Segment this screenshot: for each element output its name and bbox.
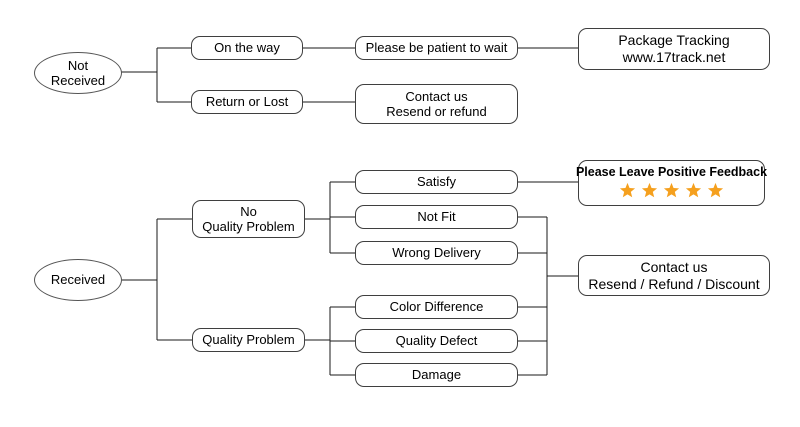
star-icon[interactable] [619,182,636,199]
node-not-fit-label: Not Fit [417,209,456,225]
node-color-difference-label: Color Difference [389,299,484,315]
node-contact-resend-refund-line2: Resend or refund [386,104,487,119]
node-contact-resend-refund[interactable]: Contact us Resend or refund [355,84,518,124]
node-package-tracking[interactable]: Package Tracking www.17track.net [578,28,770,70]
node-please-be-patient-label: Please be patient to wait [365,40,508,56]
node-on-the-way-label: On the way [214,40,280,56]
node-quality-defect[interactable]: Quality Defect [355,329,518,353]
node-contact-discount-line2: Resend / Refund / Discount [588,275,760,292]
node-satisfy-label: Satisfy [416,174,456,190]
node-please-be-patient[interactable]: Please be patient to wait [355,36,518,60]
node-no-quality-problem-line1: No [240,203,257,219]
star-icon[interactable] [663,182,680,199]
node-on-the-way[interactable]: On the way [191,36,303,60]
node-quality-problem[interactable]: Quality Problem [192,328,305,352]
node-wrong-delivery-label: Wrong Delivery [392,245,481,261]
node-received-label: Received [50,272,106,288]
star-rating[interactable] [619,182,724,199]
node-package-tracking-url: www.17track.net [622,49,726,65]
star-icon[interactable] [707,182,724,199]
node-leave-positive-feedback[interactable]: Please Leave Positive Feedback [575,160,768,206]
node-contact-discount-line1: Contact us [640,258,708,275]
node-damage[interactable]: Damage [355,363,518,387]
node-return-or-lost[interactable]: Return or Lost [191,90,303,114]
node-return-or-lost-label: Return or Lost [205,94,289,110]
node-not-fit[interactable]: Not Fit [355,205,518,229]
node-satisfy[interactable]: Satisfy [355,170,518,194]
node-no-quality-problem[interactable]: No Quality Problem [192,200,305,238]
node-quality-defect-label: Quality Defect [395,333,478,349]
node-no-quality-problem-line2: Quality Problem [202,219,295,234]
star-icon[interactable] [685,182,702,199]
node-quality-problem-label: Quality Problem [202,332,295,348]
node-not-received-line1: Not [67,57,89,73]
node-contact-resend-refund-discount[interactable]: Contact us Resend / Refund / Discount [578,255,770,296]
node-package-tracking-line1: Package Tracking [618,32,730,49]
node-wrong-delivery[interactable]: Wrong Delivery [355,241,518,265]
star-icon[interactable] [641,182,658,199]
node-color-difference[interactable]: Color Difference [355,295,518,319]
node-contact-resend-refund-line1: Contact us [405,88,468,104]
node-received[interactable]: Received [34,259,122,301]
node-damage-label: Damage [411,367,462,383]
node-not-received-line2: Received [50,73,106,88]
node-not-received[interactable]: Not Received [34,52,122,94]
node-leave-positive-feedback-label: Please Leave Positive Feedback [575,165,768,179]
